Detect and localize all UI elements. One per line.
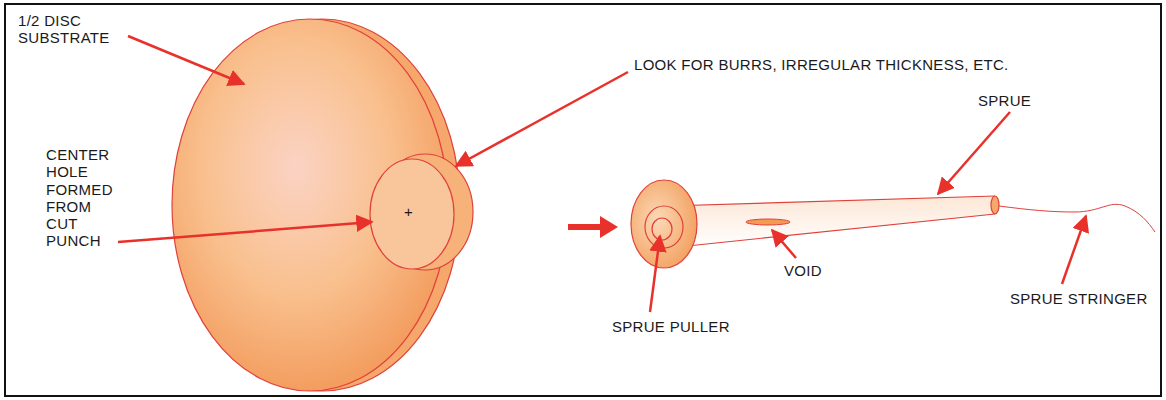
sprue-stringer: [999, 204, 1155, 232]
sprue-body: [668, 196, 995, 248]
center-mark: +: [404, 203, 424, 220]
frame: [5, 4, 1161, 396]
inspection-note: LOOK FOR BURRS, IRREGULAR THICKNESS, ETC…: [634, 56, 1154, 73]
part-label: VOID: [784, 262, 844, 279]
part-label: 1/2 DISC SUBSTRATE: [18, 12, 168, 47]
part-label: SPRUE PULLER: [612, 318, 732, 335]
sprue-end: [991, 196, 999, 214]
part-label: SPRUE STRINGER: [1010, 290, 1160, 307]
center-hole: [370, 159, 454, 269]
part-label: CENTER HOLE FORMED FROM CUT PUNCH: [46, 146, 126, 250]
sprue-puller-disc: [631, 180, 697, 268]
leader-lines: [118, 36, 1086, 312]
part-label: SPRUE: [978, 92, 1058, 109]
disc-face: [172, 19, 448, 391]
void-mark: [746, 219, 790, 225]
process-arrow: [568, 216, 618, 238]
